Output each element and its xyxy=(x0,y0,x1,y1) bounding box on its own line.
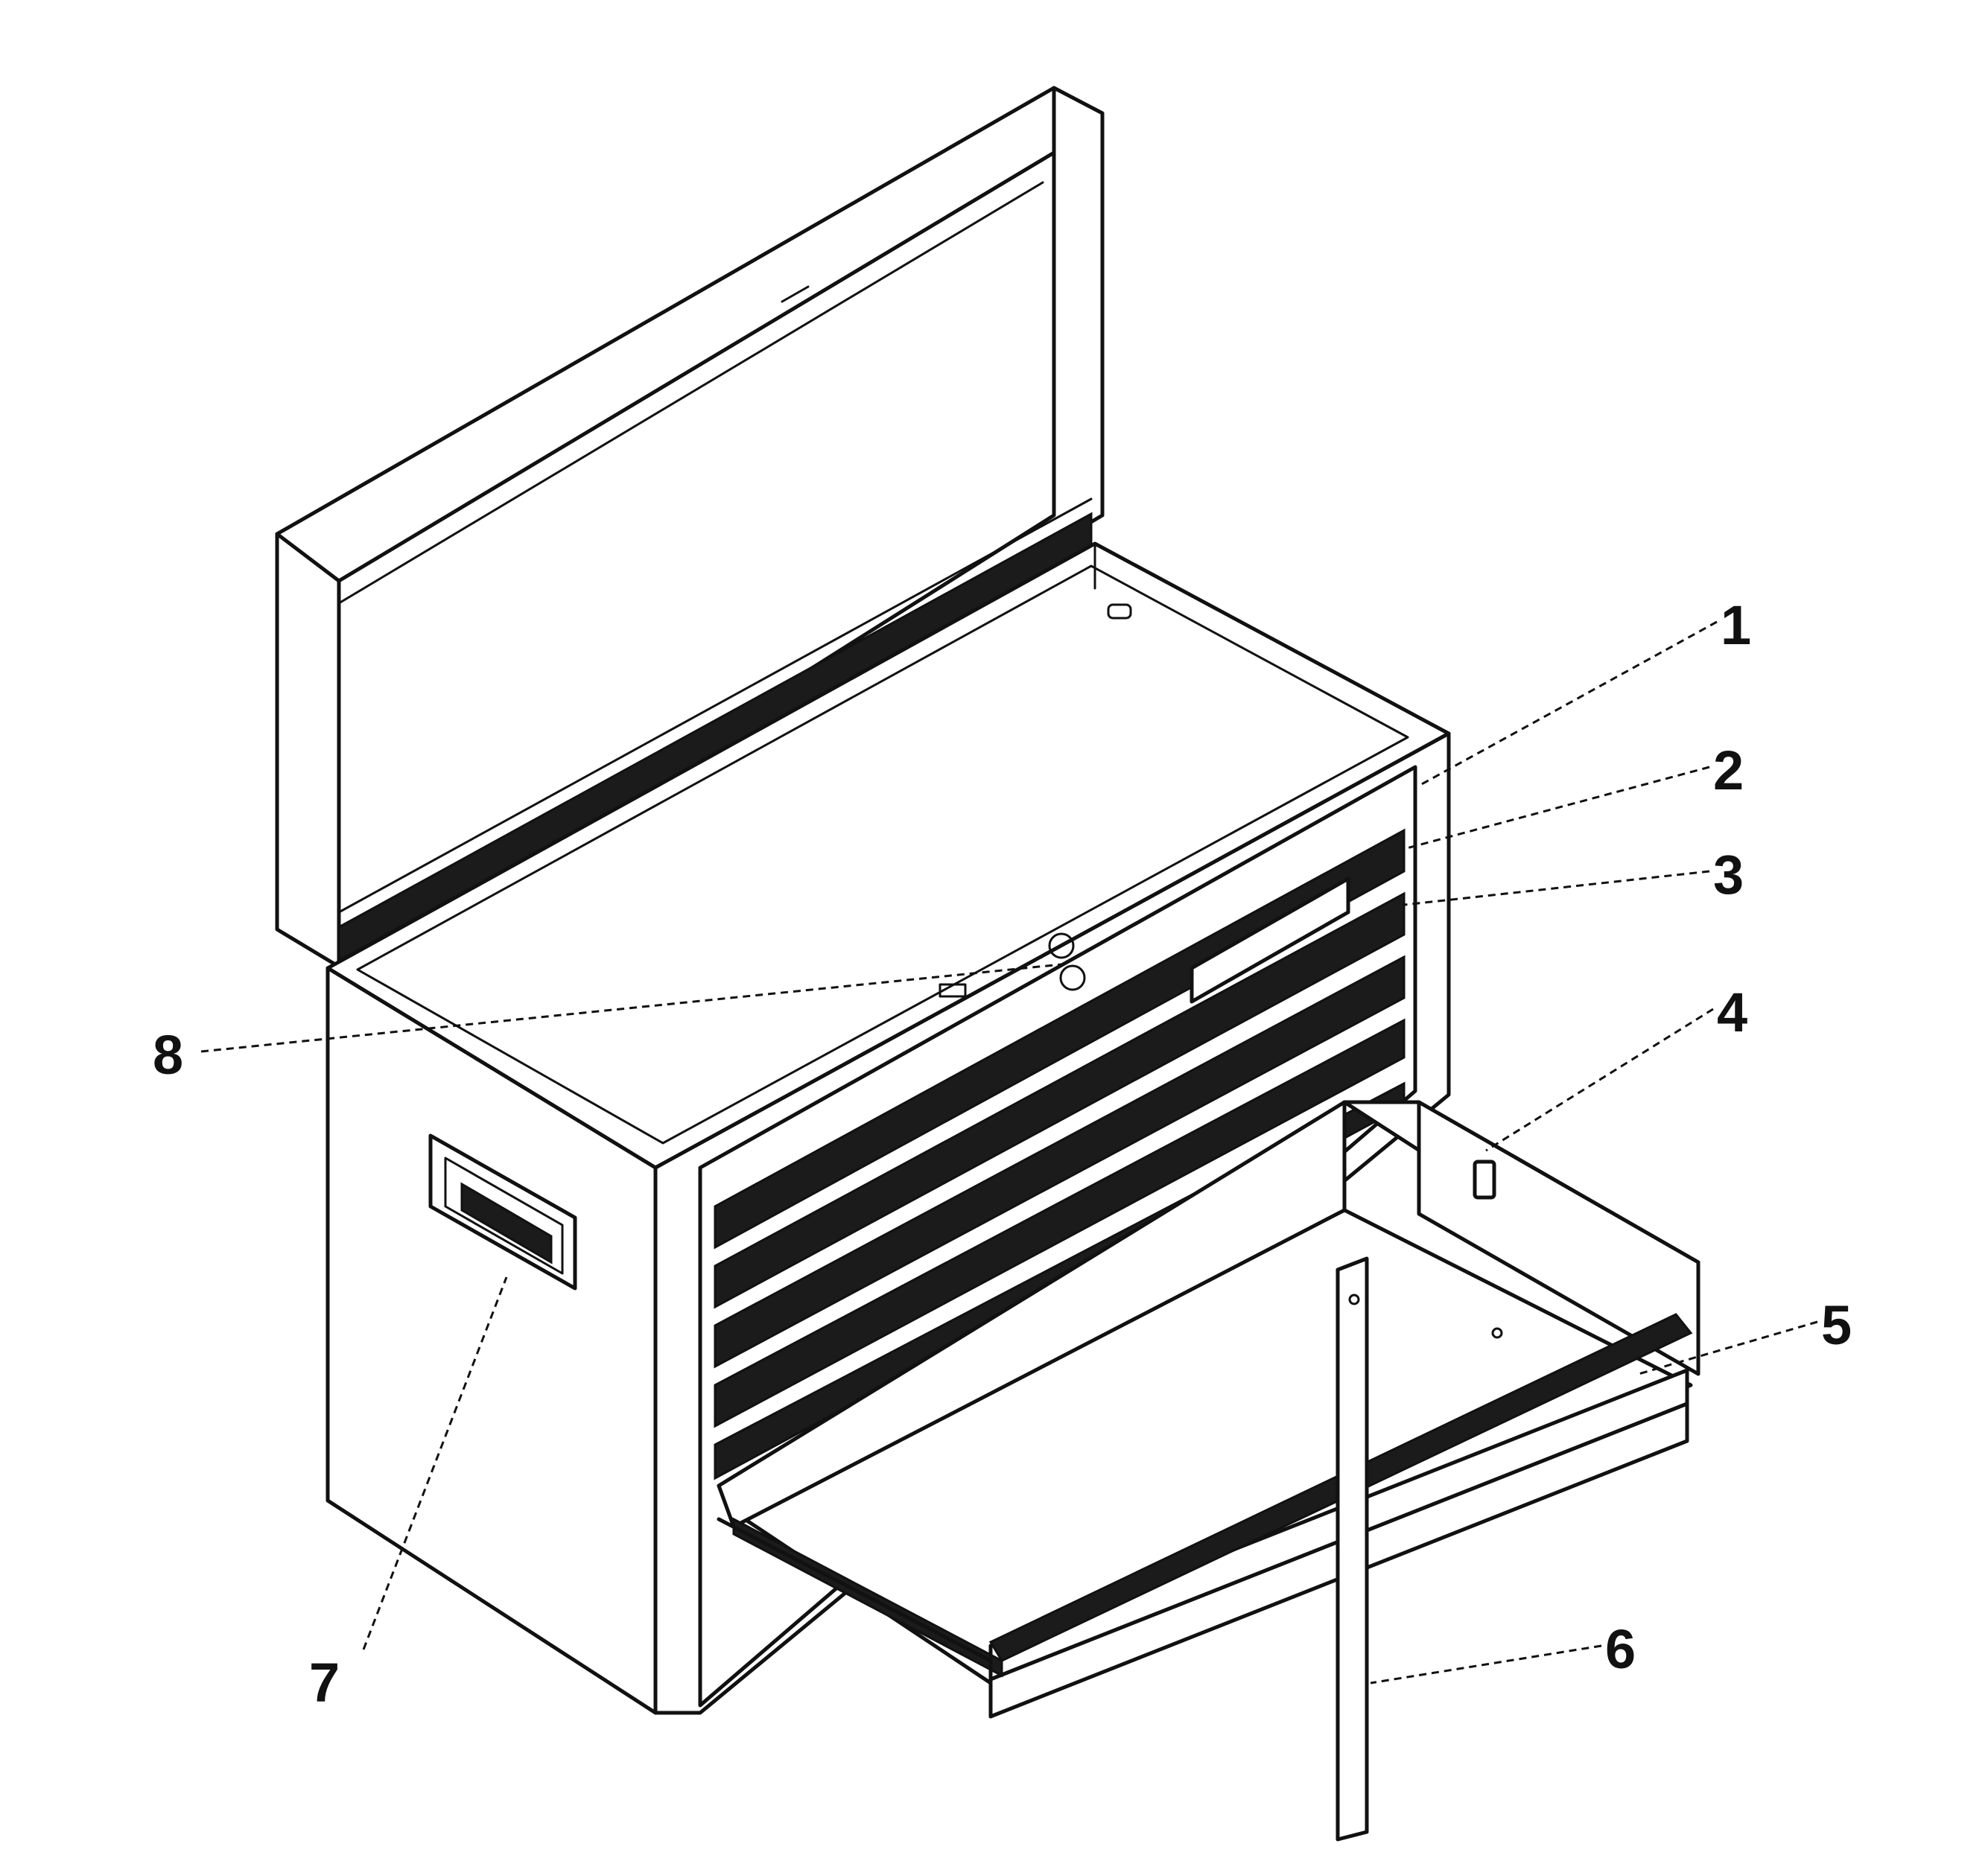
support-rod xyxy=(1336,1256,1369,1842)
callout-6: 6 xyxy=(1605,1618,1636,1680)
callout-1: 1 xyxy=(1721,594,1751,656)
callout-4: 4 xyxy=(1717,982,1747,1043)
side-handle xyxy=(428,1133,577,1291)
callout-2: 2 xyxy=(1713,739,1744,801)
callout-leaders xyxy=(200,620,1818,1685)
callout-8: 8 xyxy=(153,1024,183,1086)
callout-7: 7 xyxy=(309,1652,340,1714)
lock xyxy=(939,932,1086,998)
callout-3: 3 xyxy=(1713,844,1744,906)
callout-5: 5 xyxy=(1821,1294,1852,1356)
callout-labels: 1 2 3 4 5 6 7 8 xyxy=(153,594,1852,1714)
lid xyxy=(275,86,1105,969)
